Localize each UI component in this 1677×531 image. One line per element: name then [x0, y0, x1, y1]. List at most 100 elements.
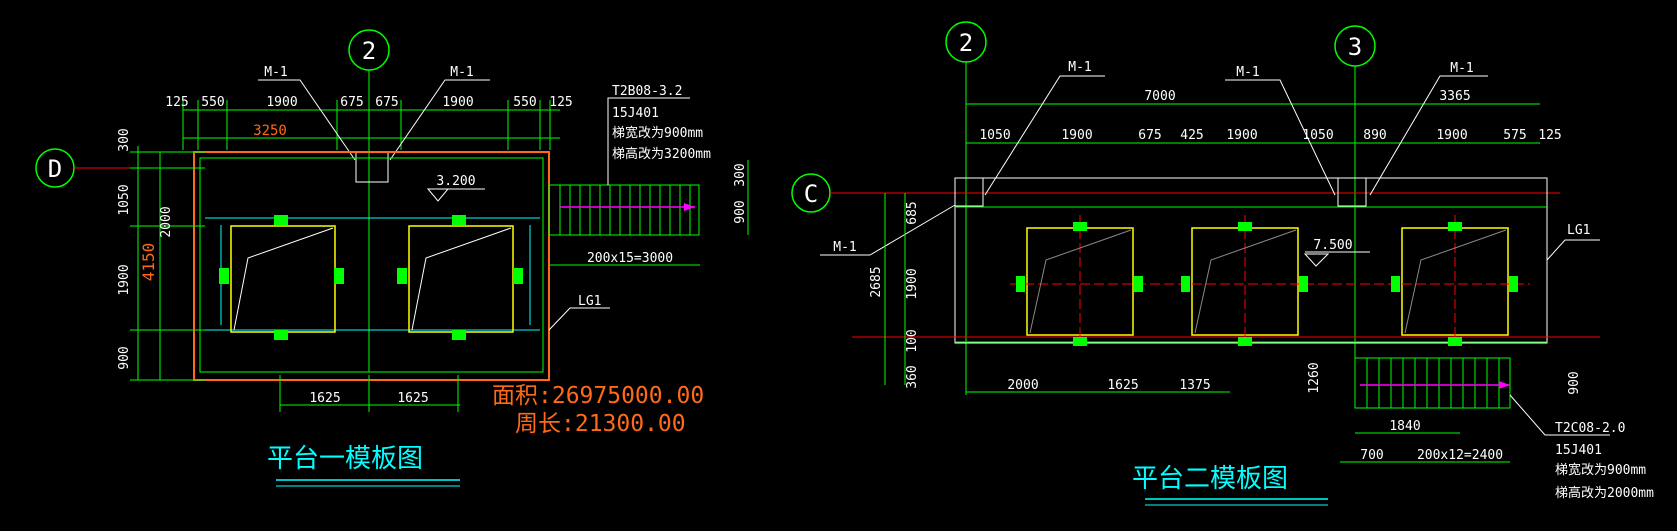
plan-two: 2 3 C 7000 3365 1050 1900 675 425 1900 1… [791, 21, 1654, 506]
platform-inner [199, 157, 544, 373]
stair-note-leader [607, 97, 690, 185]
marker [334, 268, 344, 284]
top-dim-7000: 7000 [1144, 89, 1175, 104]
marker [1509, 276, 1518, 292]
stair-outline [548, 184, 700, 236]
bottom-dim: 1625 [309, 391, 340, 406]
marker [452, 330, 466, 340]
door-leader [1225, 79, 1336, 196]
stair-note-line: 15J401 [1555, 443, 1602, 458]
marker [1073, 337, 1087, 346]
perimeter-text: 周长:21300.00 [515, 411, 686, 437]
top-dim: 890 [1363, 128, 1386, 143]
top-dim: 675 [340, 95, 363, 110]
stair-dim: 700 [1360, 448, 1383, 463]
bottom-dim: 1375 [1179, 378, 1210, 393]
axis-label-2: 2 [959, 29, 973, 57]
door-label-m1: M-1 [264, 65, 287, 80]
door-leader [389, 79, 490, 161]
lg1-leader [1546, 239, 1600, 261]
marker [452, 215, 466, 225]
left-dim: 1900 [905, 268, 920, 299]
stair-note-line: T2C08-2.0 [1555, 421, 1625, 436]
door-label-m1: M-1 [1450, 61, 1473, 76]
top-dim: 1050 [979, 128, 1010, 143]
opening-line [233, 227, 334, 331]
marker [1181, 276, 1190, 292]
stair-note-line: 15J401 [612, 106, 659, 121]
top-dim: 125 [1538, 128, 1561, 143]
marker [1448, 222, 1462, 231]
stair-note-line: T2B08-3.2 [612, 84, 682, 99]
stair-dim: 1840 [1389, 419, 1420, 434]
left-dim: 685 [905, 201, 920, 224]
marker [274, 215, 288, 225]
top-dim: 125 [549, 95, 572, 110]
top-dim: 1900 [1436, 128, 1467, 143]
marker [274, 330, 288, 340]
left-dim: 100 [905, 329, 920, 352]
door-leader [820, 204, 956, 256]
left-dim: 900 [117, 346, 132, 369]
marker [513, 268, 523, 284]
left-dim: 1050 [117, 184, 132, 215]
marker [1073, 222, 1087, 231]
plan-two-title: 平台二模板图 [1132, 464, 1288, 494]
left-dim: 360 [905, 365, 920, 388]
top-dim: 550 [201, 95, 224, 110]
stair-note-line: 梯宽改为900mm [1555, 462, 1646, 478]
marker [1016, 276, 1025, 292]
stair-width-dim: 200x15=3000 [587, 251, 673, 266]
stair-note-line: 梯高改为2000mm [1555, 485, 1654, 501]
left-dim: 2685 [869, 266, 884, 297]
top-dim: 550 [513, 95, 536, 110]
door-label-m1: M-1 [833, 240, 856, 255]
top-dim: 575 [1503, 128, 1526, 143]
axis-label-2: 2 [362, 37, 376, 65]
stair-note-line: 梯宽改为900mm [612, 125, 703, 141]
bottom-dim: 2000 [1007, 378, 1038, 393]
opening-line [411, 227, 512, 331]
top-dim: 675 [375, 95, 398, 110]
stair-dim: 900 [1567, 371, 1582, 394]
bottom-dim: 1625 [1107, 378, 1138, 393]
top-dim: 125 [165, 95, 188, 110]
left-inner-dim: 2000 [159, 206, 174, 237]
stair-dim: 300 [733, 163, 748, 186]
marker [1238, 222, 1252, 231]
top-dim: 1900 [442, 95, 473, 110]
lg1-leader [548, 307, 610, 331]
elevation-text: 3.200 [436, 174, 475, 189]
opening-line [1029, 229, 1132, 334]
marker [1299, 276, 1308, 292]
elevation-text: 7.500 [1313, 238, 1352, 253]
elevation-marker [1303, 253, 1330, 267]
marker [219, 268, 229, 284]
marker [1448, 337, 1462, 346]
top-dim: 1900 [1226, 128, 1257, 143]
stair-arrowhead [1499, 381, 1510, 389]
door-leader [1369, 75, 1488, 196]
beam-label-lg1: LG1 [1567, 223, 1590, 238]
top-dim: 1900 [266, 95, 297, 110]
plan-one-title: 平台一模板图 [267, 444, 423, 474]
door-label-m1: M-1 [450, 65, 473, 80]
top-dim: 675 [1138, 128, 1161, 143]
stair-dim: 900 [733, 200, 748, 223]
left-dim: 1900 [117, 264, 132, 295]
top-dim: 1050 [1302, 128, 1333, 143]
marker [1391, 276, 1400, 292]
top-dim-3365: 3365 [1439, 89, 1470, 104]
stair-note-line: 梯高改为3200mm [612, 146, 711, 162]
marker [1134, 276, 1143, 292]
top-dim: 1900 [1061, 128, 1092, 143]
beam-label-lg1: LG1 [578, 294, 601, 309]
stair-arrowhead [684, 203, 695, 211]
top-dim: 425 [1180, 128, 1203, 143]
platform-outline [193, 151, 550, 381]
stair-dim: 200x12=2400 [1417, 448, 1503, 463]
axis-label-d: D [48, 155, 62, 183]
stair-outline [1354, 357, 1511, 409]
